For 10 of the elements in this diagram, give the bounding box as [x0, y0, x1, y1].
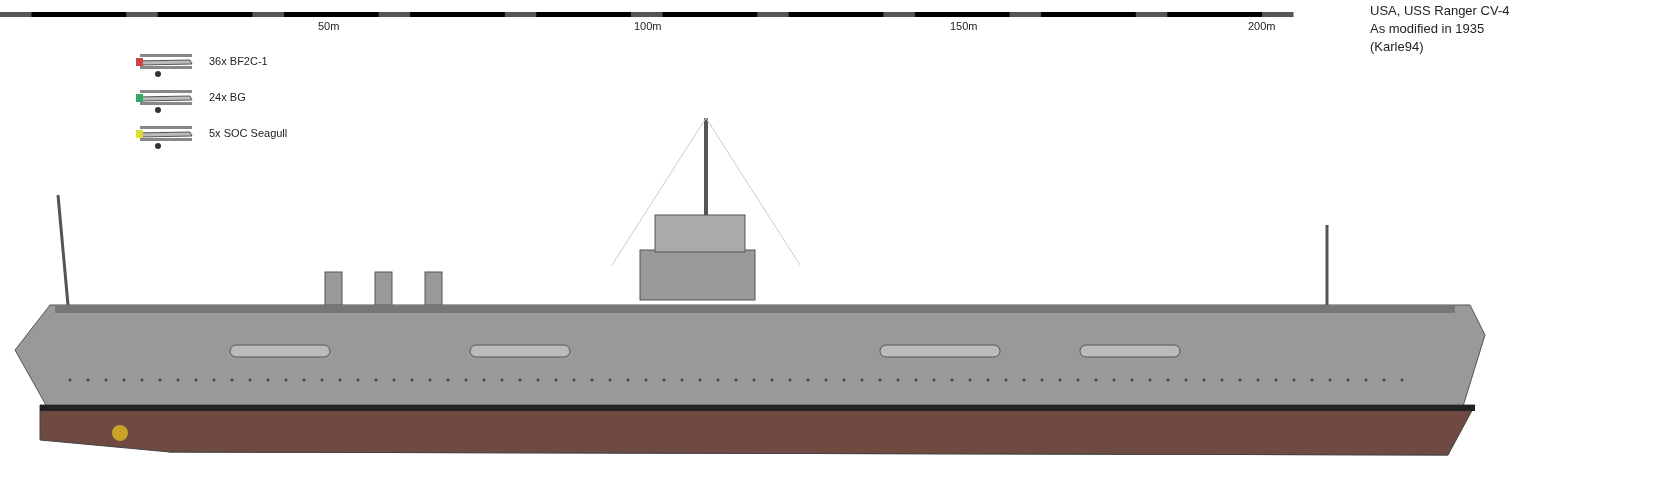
- legend-text: 36x BF2C-1: [209, 55, 268, 67]
- title: USA, USS Ranger CV-4: [1370, 3, 1510, 18]
- scale-mark-label: 50m: [318, 20, 340, 32]
- author-credit: (Karle94): [1370, 39, 1424, 54]
- scale-mark-label: 200m: [1248, 20, 1276, 32]
- scale-mark-label: 150m: [950, 20, 978, 32]
- legend-text: 24x BG: [209, 91, 246, 103]
- legend-text: 5x SOC Seagull: [209, 127, 288, 139]
- subtitle: As modified in 1935: [1370, 21, 1485, 36]
- scale-mark-label: 100m: [634, 20, 662, 32]
